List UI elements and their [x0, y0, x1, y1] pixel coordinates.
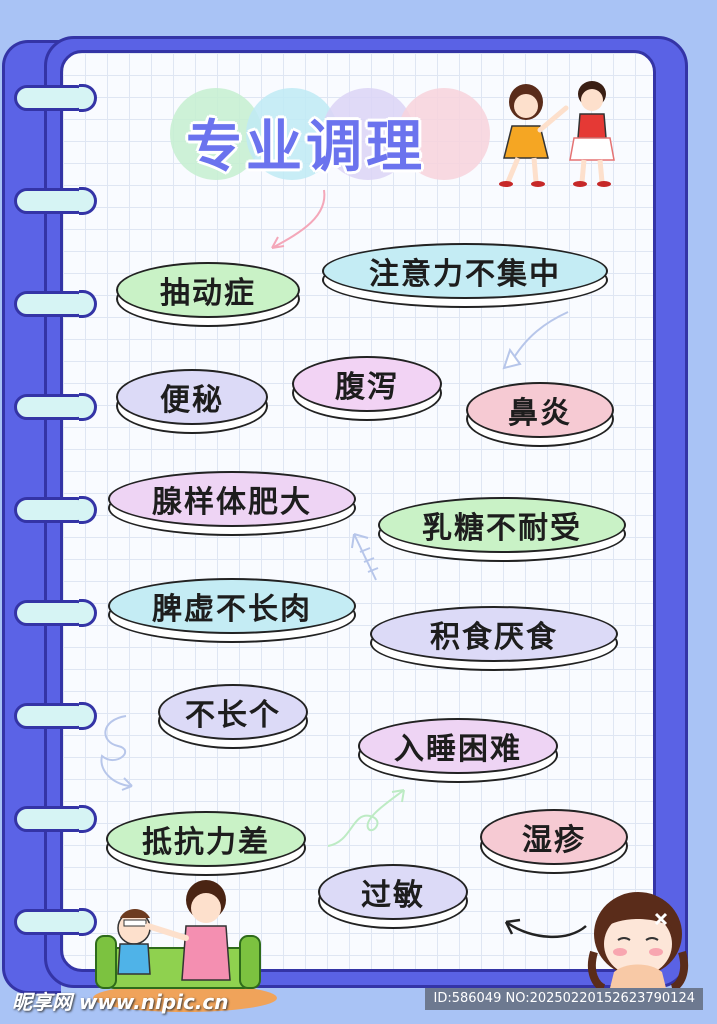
tag-pill: 过敏: [318, 864, 468, 920]
title-bg-circle: [398, 88, 490, 180]
tag-label: 脾虚不长肉: [152, 592, 312, 627]
binder-ring: [14, 84, 97, 112]
tag-label: 腹泻: [335, 370, 399, 405]
binder-ring: [14, 908, 97, 936]
tag-pill: 积食厌食: [370, 606, 618, 662]
tag-label: 腺样体肥大: [152, 485, 312, 520]
tag-pill: 腺样体肥大: [108, 471, 356, 527]
tag-label: 抵抗力差: [142, 825, 270, 860]
binder-ring: [14, 496, 97, 524]
curved-arrow-icon: [100, 715, 133, 791]
binder-ring: [14, 702, 97, 730]
tag-pill: 脾虚不长肉: [108, 578, 356, 634]
tag-pill: 入睡困难: [358, 718, 558, 774]
watermark-id: ID:586049 NO:20250220152623790124: [425, 988, 703, 1010]
tag-pill: 腹泻: [292, 356, 442, 412]
page-title: 专业调理: [186, 115, 426, 180]
curved-arrow-icon: [327, 789, 405, 847]
tag-label: 乳糖不耐受: [422, 511, 582, 546]
children-illustration: [499, 81, 615, 187]
mother-child-illustration: [93, 880, 277, 1012]
tag-pill: 不长个: [158, 684, 308, 740]
binder-ring: [14, 599, 97, 627]
tag-label: 抽动症: [160, 276, 256, 311]
binder-ring: [14, 805, 97, 833]
watermark-logo: 昵享网 www.nipic.cn: [12, 990, 229, 1014]
tag-pill: 注意力不集中: [322, 243, 608, 299]
tag-label: 积食厌食: [430, 620, 558, 655]
curved-arrow-icon: [271, 189, 326, 249]
tag-pill: 鼻炎: [466, 382, 614, 438]
tag-label: 过敏: [361, 878, 425, 913]
tag-pill: 湿疹: [480, 809, 628, 865]
tag-label: 不长个: [185, 698, 281, 733]
arrow-icon: [351, 533, 379, 581]
tag-pill: 抵抗力差: [106, 811, 306, 867]
tag-pill: 抽动症: [116, 262, 300, 318]
tag-pill: 便秘: [116, 369, 268, 425]
tag-label: 便秘: [160, 383, 224, 418]
binder-ring: [14, 187, 97, 215]
binder-ring: [14, 393, 97, 421]
coughing-girl-illustration: [587, 892, 689, 988]
tag-label: 入睡困难: [394, 732, 522, 767]
tag-label: 注意力不集中: [369, 257, 561, 292]
tag-label: 鼻炎: [508, 396, 572, 431]
tag-pill: 乳糖不耐受: [378, 497, 626, 553]
title-block: 专业调理: [170, 88, 490, 188]
curved-arrow-icon: [502, 311, 569, 370]
binder-ring: [14, 290, 97, 318]
curved-arrow-icon: [504, 918, 587, 938]
tag-label: 湿疹: [522, 823, 586, 858]
